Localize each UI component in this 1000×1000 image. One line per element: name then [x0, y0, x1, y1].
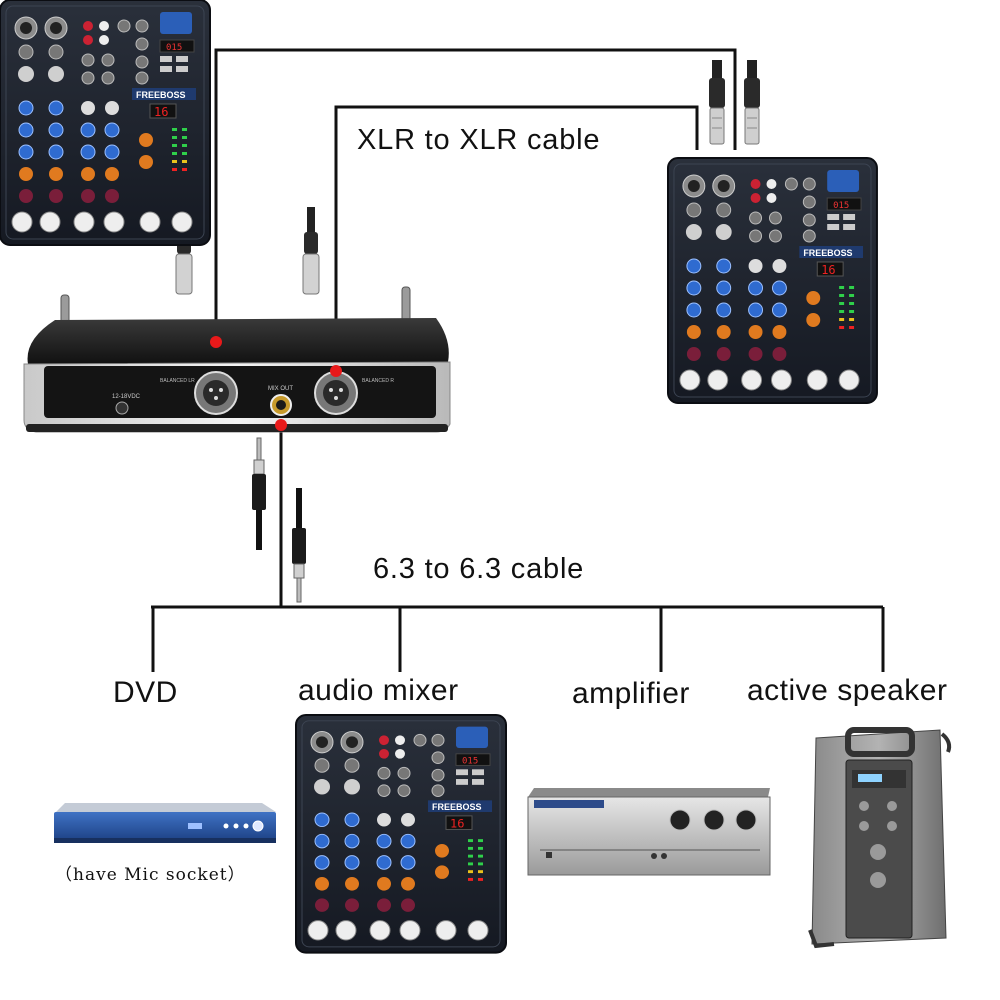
- xlr-male-plug-left: [744, 60, 760, 145]
- connection-dot-xlr-left: [210, 336, 222, 348]
- xlr-female-plug-right: [302, 207, 320, 295]
- amplifier-label: amplifier: [572, 677, 690, 710]
- jack-plug-upper: [252, 437, 266, 550]
- connection-dot-xlr-right: [330, 365, 342, 377]
- audio-mixer-bottom: [295, 714, 507, 954]
- audio-mixer-label: audio mixer: [298, 674, 459, 707]
- svg-text:015: 015: [166, 43, 182, 53]
- active-speaker-device: [808, 727, 952, 949]
- power-label: 12-18VDC: [112, 394, 141, 400]
- balanced-right-label: BALANCED R: [362, 378, 394, 384]
- xlr-line-left: [214, 48, 737, 342]
- active-speaker-label: active speaker: [747, 674, 948, 707]
- balanced-left-label: BALANCED LR: [160, 378, 195, 384]
- jack-plug-lower: [292, 488, 306, 603]
- wireless-receiver: 12-18VDC BALANCED LR MIX OUT BALANCED R: [23, 286, 451, 433]
- amplifier-device: [527, 788, 771, 876]
- connection-dot-mix-out: [275, 419, 287, 431]
- xlr-cable-label: XLR to XLR cable: [357, 124, 601, 156]
- xlr-cable-lines: [214, 48, 737, 342]
- connection-points: [210, 336, 342, 431]
- audio-mixer-top: [667, 157, 878, 404]
- power-jack: [115, 401, 129, 415]
- dvd-mic-socket-note: （have Mic socket）: [55, 865, 246, 885]
- dvd-label: DVD: [113, 676, 178, 709]
- svg-text:16: 16: [154, 105, 168, 119]
- jack-cable-label: 6.3 to 6.3 cable: [373, 553, 585, 585]
- dvd-player: [54, 803, 276, 843]
- xlr-male-plug-right: [709, 60, 725, 145]
- mix-out-label: MIX OUT: [268, 386, 293, 392]
- svg-text:FREEBOSS: FREEBOSS: [136, 90, 186, 100]
- jack-cable-lines: [151, 425, 885, 672]
- xlr-line-right: [334, 105, 699, 342]
